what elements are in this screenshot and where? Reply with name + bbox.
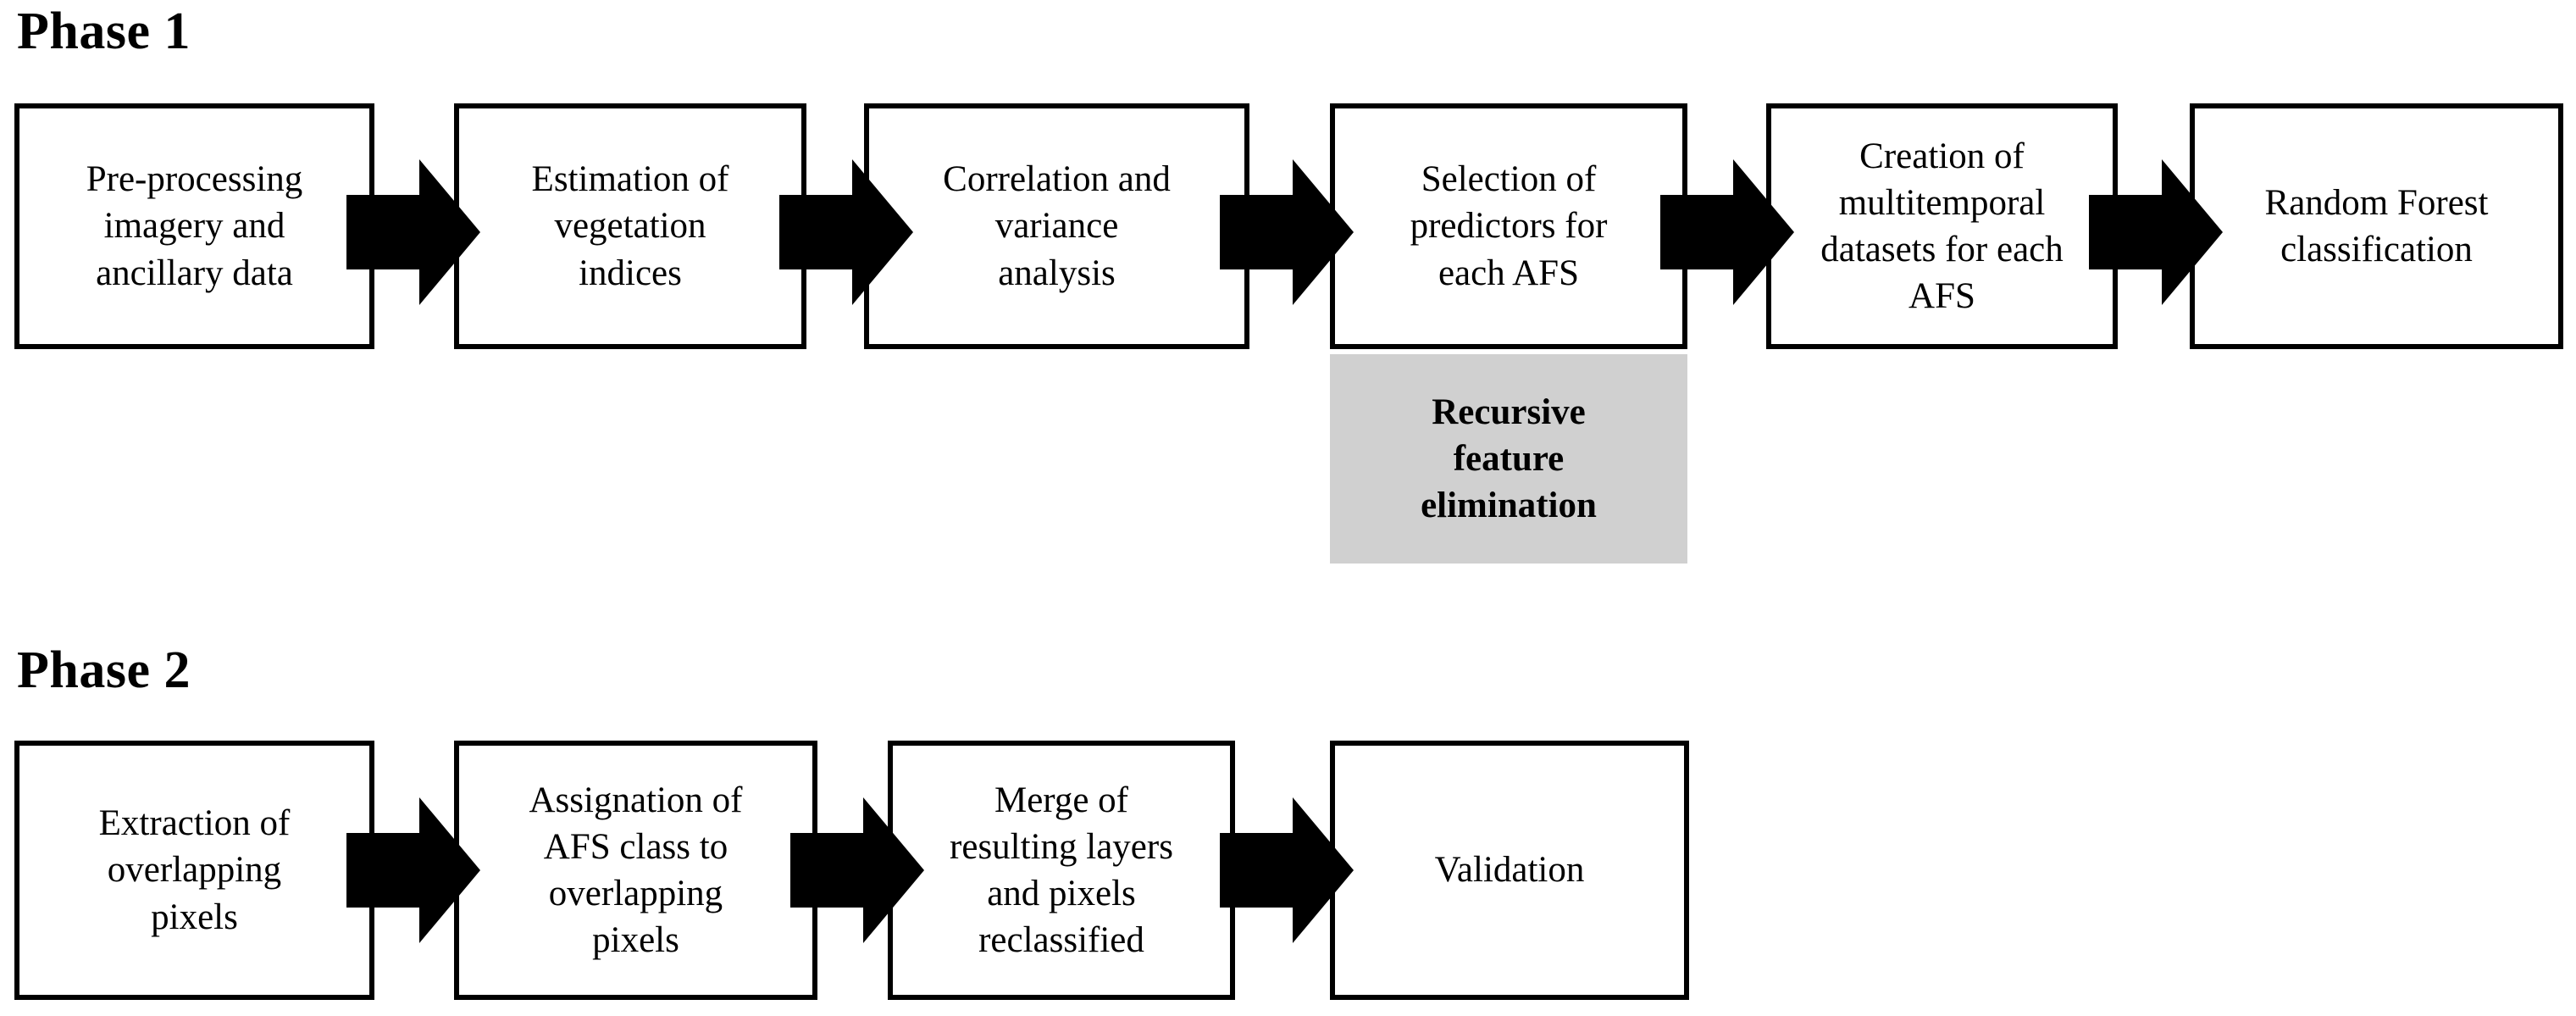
node-pre-processing[interactable]: Pre-processing imagery and ancillary dat… [14,103,374,349]
phase1-heading: Phase 1 [17,3,191,60]
node-extract-overlap-label: Extraction of overlapping pixels [98,803,291,937]
node-vegetation-indices[interactable]: Estimation of vegetation indices [454,103,806,349]
node-predictor-selection[interactable]: Selection of predictors for each AFS [1330,103,1687,349]
node-vegetation-indices-label: Estimation of vegetation indices [531,159,729,293]
node-multitemporal-datasets[interactable]: Creation of multitemporal datasets for e… [1766,103,2118,349]
node-random-forest-label: Random Forest classification [2264,182,2489,269]
node-multitemporal-datasets-label: Creation of multitemporal datasets for e… [1820,136,2064,317]
node-validation-label: Validation [1434,850,1585,891]
node-merge-layers-label: Merge of resulting layers and pixels rec… [950,780,1173,961]
node-random-forest[interactable]: Random Forest classification [2190,103,2563,349]
annotation-recursive-feature-elimination: Recursive feature elimination [1330,354,1687,564]
annotation-recursive-feature-elimination-label: Recursive feature elimination [1421,391,1597,526]
node-correlation-variance-label: Correlation and variance analysis [943,159,1171,293]
node-validation[interactable]: Validation [1330,741,1689,1000]
phase2-heading: Phase 2 [17,641,191,699]
node-predictor-selection-label: Selection of predictors for each AFS [1410,159,1608,293]
node-assign-afs-class-label: Assignation of AFS class to overlapping … [529,780,743,961]
node-merge-layers[interactable]: Merge of resulting layers and pixels rec… [888,741,1235,1000]
node-pre-processing-label: Pre-processing imagery and ancillary dat… [86,159,303,293]
node-correlation-variance[interactable]: Correlation and variance analysis [864,103,1249,349]
node-assign-afs-class[interactable]: Assignation of AFS class to overlapping … [454,741,817,1000]
node-extract-overlap[interactable]: Extraction of overlapping pixels [14,741,374,1000]
